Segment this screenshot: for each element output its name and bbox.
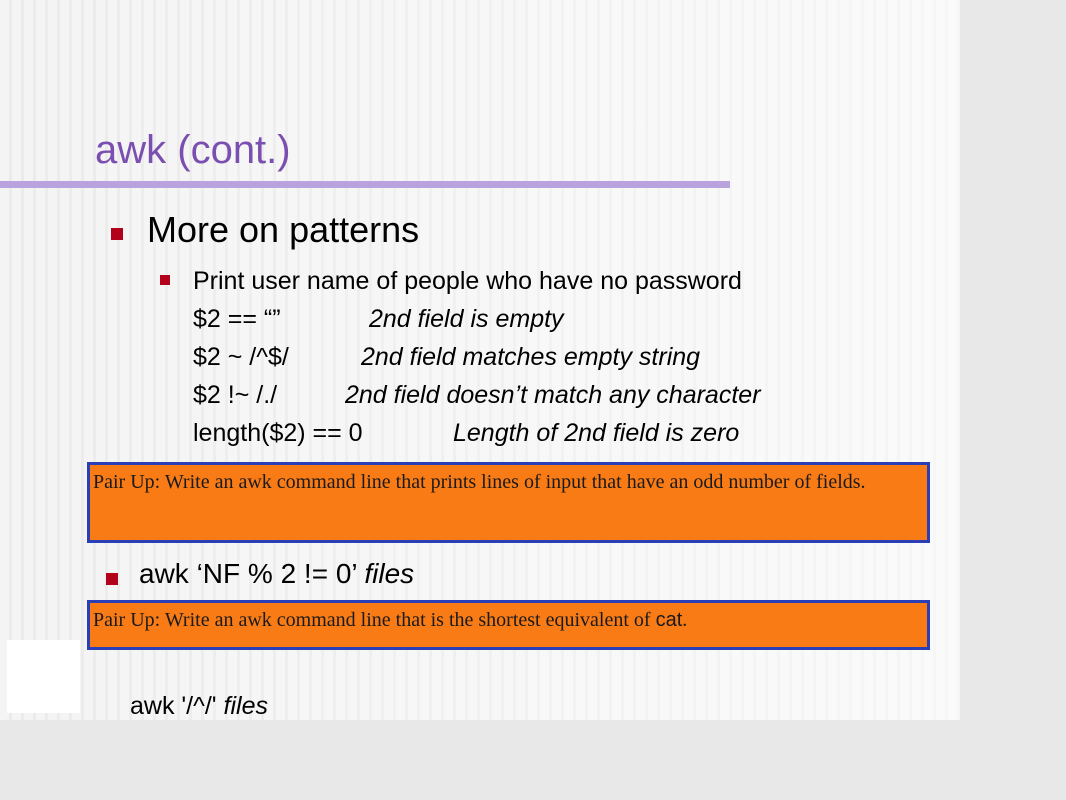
bullet-more-on-patterns: More on patterns [147,209,420,250]
pair-up-text-1: Pair Up: Write an awk command line that … [93,471,866,493]
answer-1-code: awk ‘NF % 2 != 0’ [139,558,365,589]
sub-bullet-marker [160,275,170,285]
pattern-code: $2 == “” [193,305,281,333]
pattern-row: length($2) == 0 Length of 2nd field is z… [193,414,913,452]
answer-2: awk '/^/' files [130,692,268,720]
pattern-row: $2 ~ /^$/ 2nd field matches empty string [193,338,893,376]
pair-up-period: . [682,609,688,631]
pattern-description: 2nd field is empty [369,305,564,333]
pattern-code: $2 !~ /./ [193,381,278,409]
pattern-code: length($2) == 0 [193,419,363,447]
pair-up-text-2: Pair Up: Write an awk command line that … [93,609,656,631]
sub-bullet-intro: Print user name of people who have no pa… [193,267,742,295]
answer-2-files: files [223,692,268,720]
pattern-description: Length of 2nd field is zero [453,419,740,447]
bullet-marker [111,228,123,240]
pattern-description: 2nd field doesn’t match any character [345,381,761,409]
pattern-code: $2 ~ /^$/ [193,343,289,371]
answer-1: awk ‘NF % 2 != 0’ files [139,558,414,590]
pair-up-box-1: Pair Up: Write an awk command line that … [87,462,930,543]
pair-up-cat: cat [655,609,683,631]
answer-1-files: files [364,558,415,589]
pattern-description: 2nd field matches empty string [361,343,701,371]
pattern-row: $2 !~ /./ 2nd field doesn’t match any ch… [193,376,913,414]
slide-title: awk (cont.) [95,128,291,172]
title-underline [0,181,730,188]
pattern-row: $2 == “” 2nd field is empty [193,300,893,338]
pair-up-box-2: Pair Up: Write an awk command line that … [87,600,930,650]
slide: awk (cont.) More on patterns Print user … [0,0,960,720]
answer-2-code: awk '/^/' [130,692,224,720]
quicktime-placeholder-image [7,640,80,713]
bullet-marker [106,573,118,585]
